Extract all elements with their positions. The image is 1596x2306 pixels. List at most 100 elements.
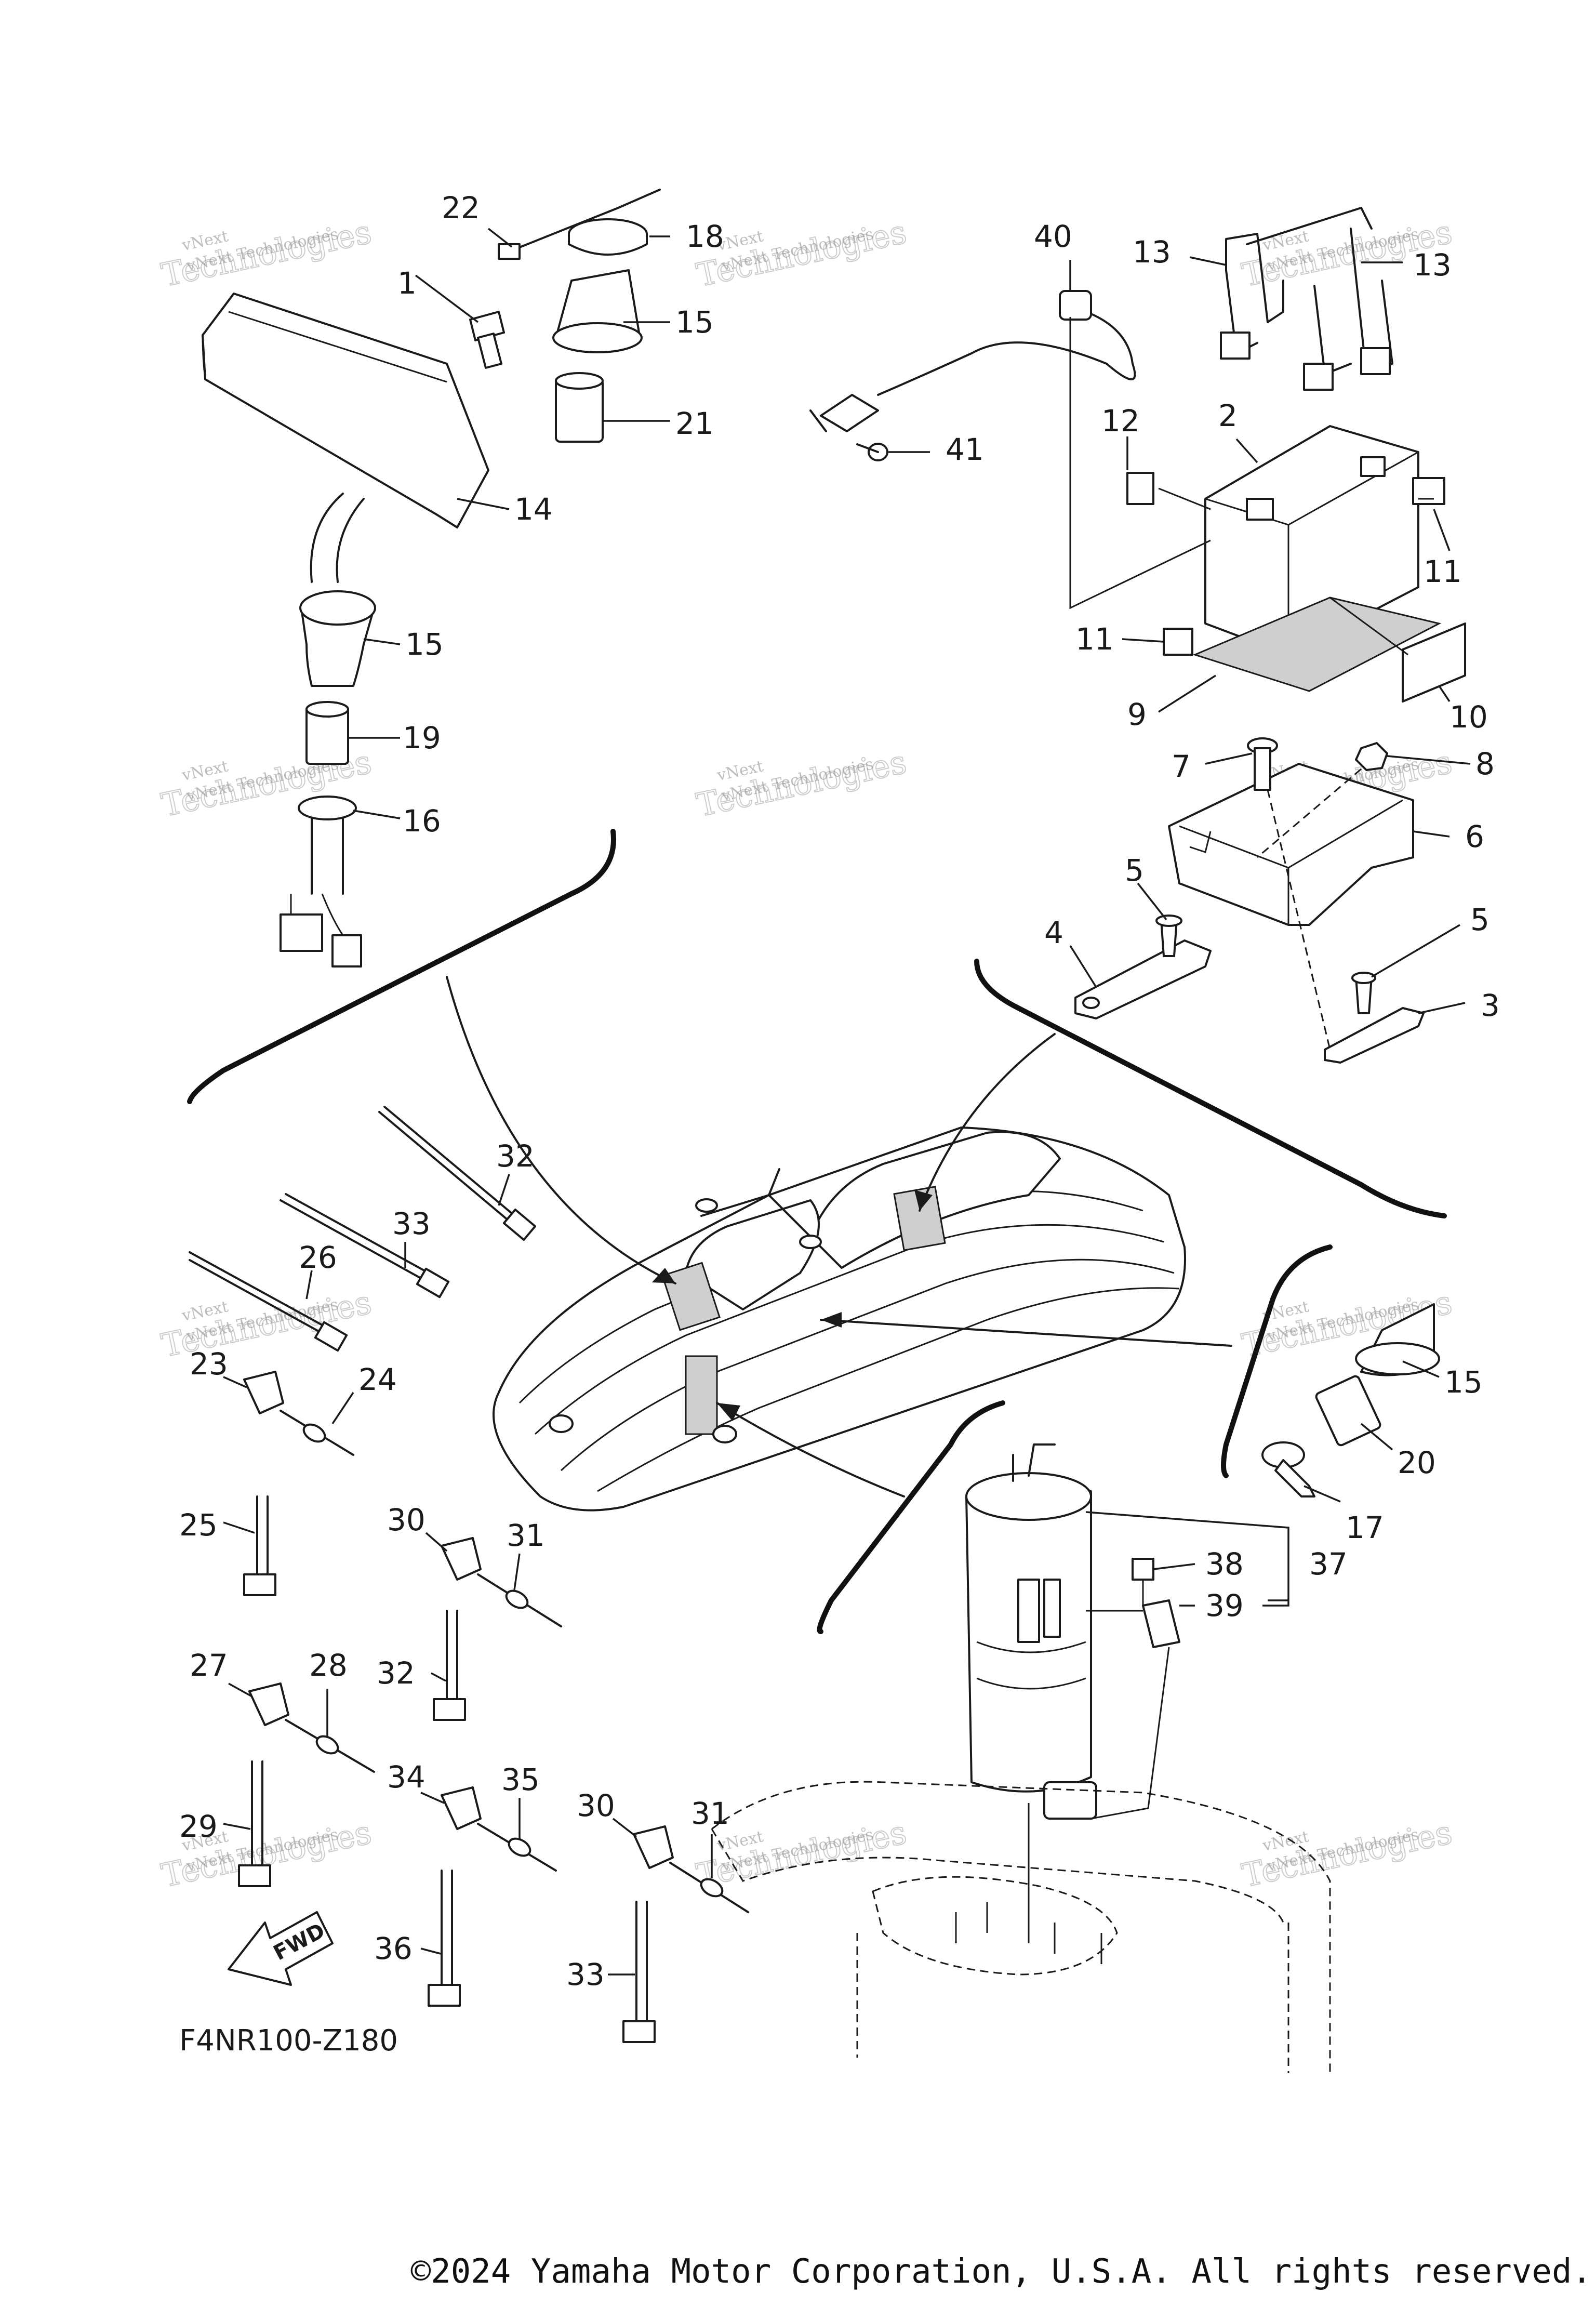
callout-32-top: 32 — [496, 1138, 535, 1174]
callout-10: 10 — [1449, 699, 1488, 735]
sensor-part-39 — [1142, 1599, 1180, 1648]
rivet-part-5-right — [1351, 972, 1376, 1014]
filler-location-area — [661, 1262, 721, 1331]
fastener-group — [189, 1106, 749, 2043]
callout-40: 40 — [1034, 219, 1072, 254]
vent-grommet-group — [1261, 1303, 1440, 1497]
battery-box-part-6 — [1168, 763, 1414, 926]
callout-35: 35 — [501, 1762, 540, 1797]
leader-lines — [223, 228, 1471, 1976]
callout-2: 2 — [1218, 398, 1238, 433]
bolt-part-7 — [1247, 737, 1278, 791]
bracket-part-3 — [1324, 1007, 1425, 1064]
bolt-part-1 — [469, 311, 505, 369]
pad-part-12 — [1126, 472, 1154, 505]
forward-direction-indicator: FWD — [228, 1911, 334, 1986]
callout-1: 1 — [397, 266, 417, 301]
rivet-part-5-left — [1155, 915, 1182, 957]
bracket-left — [187, 829, 616, 1104]
section-brackets — [187, 829, 1447, 1634]
pointer-arrows — [446, 976, 1232, 1497]
callout-6: 6 — [1465, 819, 1484, 854]
callout-3: 3 — [1481, 988, 1500, 1023]
cable-tie-part-32-top — [378, 1106, 537, 1241]
cable-tie-part-33-top — [280, 1193, 450, 1298]
callout-5-right: 5 — [1470, 902, 1489, 937]
clip-part-30-bottom — [633, 1825, 674, 1869]
battery-cable-part-40 — [877, 306, 1136, 396]
callout-30-bottom: 30 — [577, 1788, 615, 1823]
arrow-battery — [919, 1033, 1056, 1212]
fuel-pump-group — [965, 1443, 1180, 1943]
connector-harness — [280, 893, 362, 968]
cable-tie-part-32 — [446, 1610, 458, 1711]
callout-7: 7 — [1172, 749, 1191, 784]
callout-17: 17 — [1346, 1510, 1384, 1545]
battery-part-2 — [1204, 425, 1419, 656]
callout-30-top: 30 — [387, 1502, 425, 1538]
clamp-part-16 — [298, 796, 357, 820]
bracket-right-small — [1221, 1244, 1333, 1478]
fuel-pump-location-area — [685, 1355, 718, 1435]
watermark: Technologies vNext vNext Technologies — [157, 1282, 375, 1365]
callout-13-left: 13 — [1133, 234, 1171, 270]
pad-part-10 — [1402, 622, 1466, 703]
callout-24: 24 — [358, 1362, 397, 1397]
callout-12: 12 — [1101, 403, 1140, 439]
callout-14: 14 — [514, 492, 553, 527]
battery-group — [809, 207, 1466, 703]
pad-part-11-right — [1412, 477, 1445, 505]
cover-part-14 — [202, 293, 489, 528]
callout-22: 22 — [442, 190, 480, 226]
callout-11-right: 11 — [1424, 554, 1462, 589]
callout-labels: 1 2 3 4 5 5 6 7 8 9 10 11 11 12 13 13 14… — [179, 190, 1500, 1992]
callout-5-left: 5 — [1125, 853, 1144, 888]
bracket-fuel — [817, 1400, 1005, 1634]
clip-part-27 — [248, 1682, 289, 1726]
callout-9: 9 — [1127, 697, 1147, 732]
battery-box-group — [1074, 737, 1425, 1064]
cable-tie-part-22 — [513, 189, 661, 250]
console — [685, 1199, 820, 1310]
callout-33-top: 33 — [392, 1206, 431, 1241]
callout-16: 16 — [403, 803, 441, 839]
callout-31-bottom: 31 — [691, 1796, 729, 1831]
arrow-filler — [446, 976, 676, 1284]
battery-mat-part-9 — [1192, 597, 1442, 692]
callout-31-top: 31 — [507, 1518, 545, 1553]
diagram-code: F4NR100-Z180 — [179, 2024, 398, 2058]
callout-39: 39 — [1205, 1588, 1244, 1623]
callout-29: 29 — [179, 1809, 218, 1844]
callout-21: 21 — [675, 406, 714, 441]
nut-part-8 — [1355, 742, 1388, 771]
callout-20: 20 — [1398, 1445, 1436, 1480]
callout-8: 8 — [1475, 746, 1495, 781]
fuel-tank-outline — [711, 1781, 1331, 2073]
callout-33: 33 — [566, 1957, 605, 1992]
callout-23: 23 — [190, 1346, 228, 1382]
callout-37: 37 — [1309, 1546, 1348, 1582]
callout-41: 41 — [946, 432, 984, 467]
callout-32: 32 — [377, 1655, 415, 1691]
bracket-right — [974, 959, 1447, 1218]
cable-tie-part-29 — [251, 1760, 263, 1872]
callout-36: 36 — [374, 1931, 413, 1966]
clip-part-34 — [441, 1786, 482, 1830]
cable-tie-part-25 — [256, 1495, 269, 1586]
watermark: Technologies vNext vNext Technologies — [693, 742, 910, 825]
callout-38: 38 — [1205, 1546, 1244, 1582]
clip-part-30-top — [441, 1537, 482, 1581]
strap-part-13 — [1220, 207, 1393, 391]
callout-26: 26 — [299, 1240, 337, 1275]
callout-11-left: 11 — [1075, 621, 1114, 657]
watermark: Technologies vNext vNext Technologies — [1238, 1812, 1456, 1895]
callout-15-right: 15 — [1444, 1364, 1483, 1400]
fwd-arrow-icon — [228, 1911, 334, 1986]
callout-25: 25 — [179, 1507, 218, 1543]
watermark: Technologies vNext vNext Technologies — [157, 212, 375, 295]
callout-27: 27 — [190, 1648, 228, 1683]
clip-part-23 — [243, 1371, 284, 1414]
arrow-fuel-pump — [716, 1402, 905, 1497]
